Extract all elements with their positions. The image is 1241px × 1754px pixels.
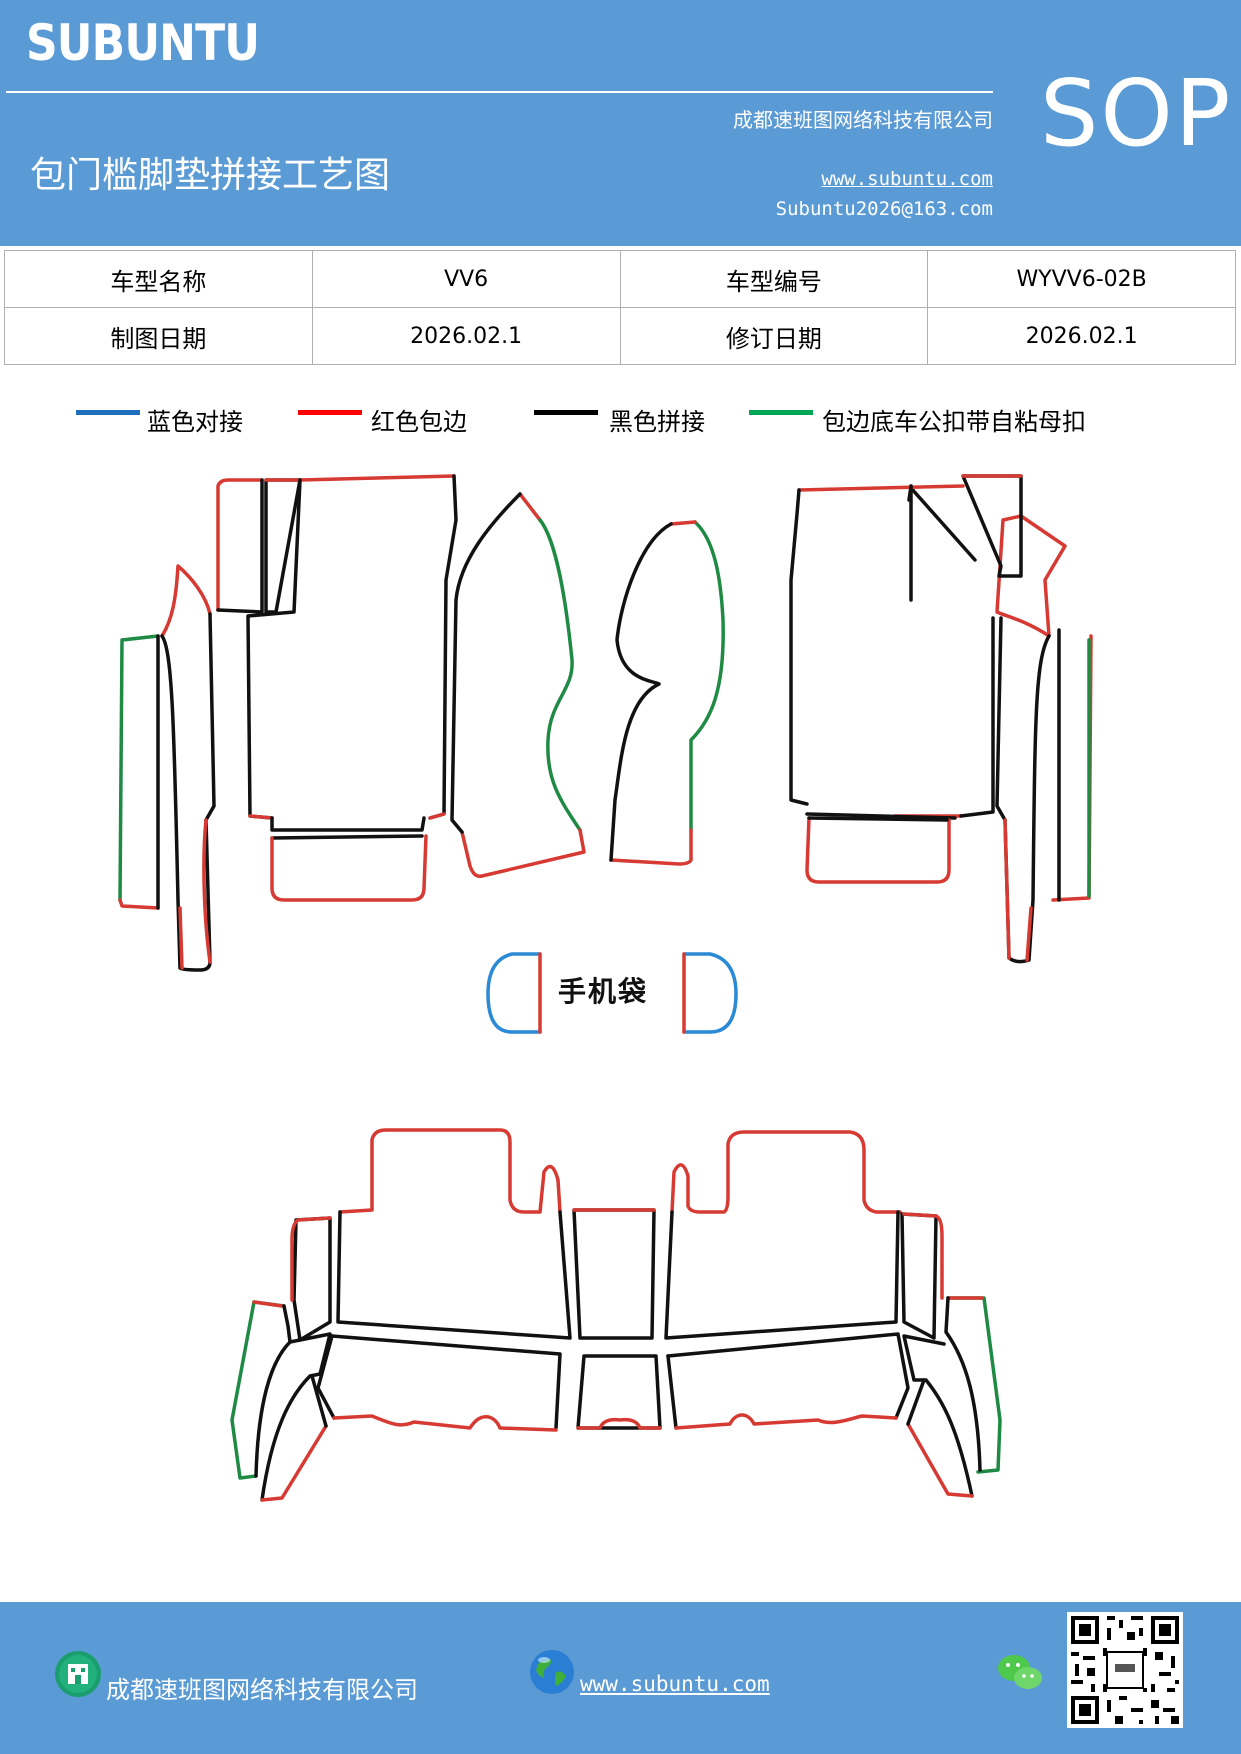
legend-swatch-green [749,410,813,415]
building-icon [55,1651,101,1697]
header-banner [0,0,1241,246]
model-info-table: 车型名称 VV6 车型编号 WYVV6-02B 制图日期 2026.02.1 修… [4,250,1236,365]
header-divider [6,91,993,93]
revise-date-label: 修订日期 [619,307,929,365]
legend-swatch-blue [76,410,140,415]
globe-icon [530,1650,574,1694]
table-row: 制图日期 2026.02.1 修订日期 2026.02.1 [4,307,1236,365]
rear-mat-pieces [230,1128,1002,1502]
model-code-label: 车型编号 [619,250,929,308]
header-website-link[interactable]: www.subuntu.com [821,168,993,190]
legend-swatch-black [534,410,598,415]
brand-logo: SUBUNTU [26,14,260,72]
phone-pocket-label: 手机袋 [558,975,649,1008]
front-left-mat-pieces [118,474,586,972]
model-code-value: WYVV6-02B [927,250,1236,308]
legend-swatch-red [298,410,362,415]
footer-company-name: 成都速班图网络科技有限公司 [106,1676,418,1704]
legend: 蓝色对接 红色包边 黑色拼接 包边底车公扣带自粘母扣 [0,402,1241,442]
model-name-value: VV6 [311,250,621,308]
legend-label-red: 红色包边 [371,408,467,436]
wechat-icon[interactable] [996,1652,1044,1694]
footer-website-link[interactable]: www.subuntu.com [580,1672,770,1696]
qr-code [1067,1612,1183,1728]
document-title: 包门槛脚垫拼接工艺图 [30,155,391,196]
legend-label-black: 黑色拼接 [609,408,705,436]
sop-badge: SOP [1040,60,1233,167]
legend-label-blue: 蓝色对接 [147,408,243,436]
legend-label-green: 包边底车公扣带自粘母扣 [822,408,1086,436]
front-right-mat-pieces [609,474,1093,964]
phone-pocket-left [486,952,542,1034]
table-row: 车型名称 VV6 车型编号 WYVV6-02B [4,250,1236,308]
floor-mat-diagram [118,474,1093,1502]
qr-code-pattern [1067,1612,1183,1728]
model-name-label: 车型名称 [4,250,313,308]
draw-date-value: 2026.02.1 [311,307,621,365]
header-email[interactable]: Subuntu2026@163.com [775,198,993,220]
draw-date-label: 制图日期 [4,307,313,365]
revise-date-value: 2026.02.1 [927,307,1236,365]
phone-pocket-right [682,952,738,1034]
header-company-name: 成都速班图网络科技有限公司 [733,108,993,132]
